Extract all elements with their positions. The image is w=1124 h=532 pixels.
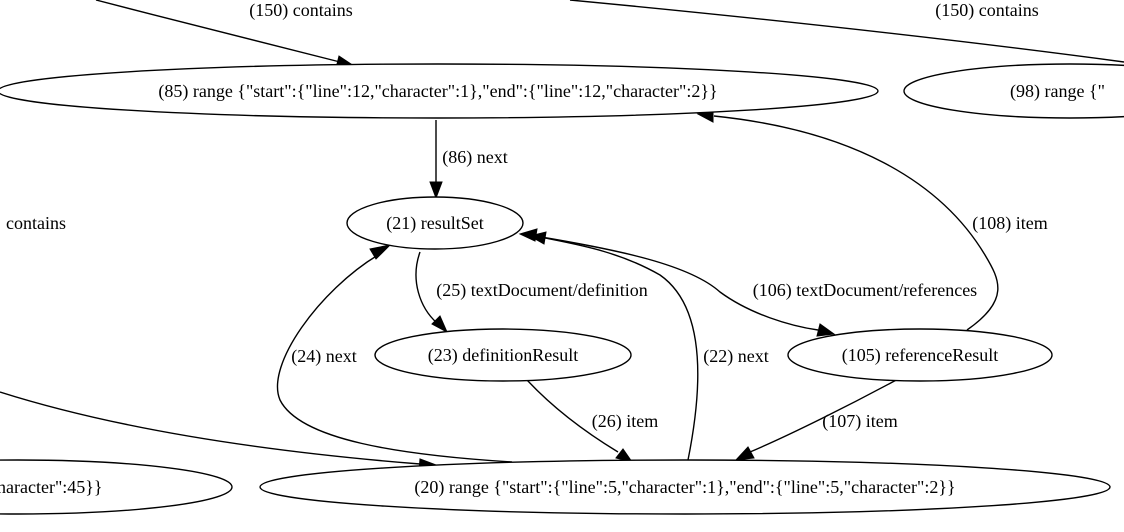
edge-next-86 bbox=[429, 120, 443, 200]
edge-label-item-108: (108) item bbox=[972, 213, 1047, 234]
edge-item-107 bbox=[734, 377, 901, 461]
node-range-98-label: (98) range {" bbox=[1010, 81, 1105, 102]
edge-label-item-107: (107) item bbox=[822, 411, 897, 432]
node-range-left-fragment[interactable]: haracter":45}} bbox=[0, 459, 233, 515]
node-range-85[interactable]: (85) range {"start":{"line":12,"characte… bbox=[0, 63, 879, 119]
edge-label-contains-150-a: (150) contains bbox=[249, 0, 352, 21]
edge-contains-left-to-range-20 bbox=[0, 391, 438, 472]
node-definition-result[interactable]: (23) definitionResult bbox=[374, 328, 632, 382]
node-range-left-fragment-label: haracter":45}} bbox=[0, 477, 103, 497]
edge-label-next-22: (22) next bbox=[703, 346, 768, 367]
edge-contains-150-to-range-98 bbox=[569, 0, 1124, 63]
edge-next-24 bbox=[276, 244, 513, 463]
node-range-85-label: (85) range {"start":{"line":12,"characte… bbox=[158, 81, 717, 102]
edge-text-document-definition-25 bbox=[415, 251, 449, 334]
edge-label-next-24: (24) next bbox=[291, 346, 356, 367]
edge-label-contains-left: contains bbox=[6, 213, 66, 233]
node-result-set-label: (21) resultSet bbox=[386, 213, 483, 234]
node-range-20[interactable]: (20) range {"start":{"line":5,"character… bbox=[259, 459, 1111, 515]
node-reference-result-label: (105) referenceResult bbox=[842, 345, 998, 366]
edge-label-contains-150-b: (150) contains bbox=[935, 0, 1038, 21]
edge-label-next-86: (86) next bbox=[442, 147, 507, 168]
node-range-20-label: (20) range {"start":{"line":5,"character… bbox=[414, 477, 955, 498]
edge-label-text-document-references-106: (106) textDocument/references bbox=[753, 280, 977, 301]
node-range-98[interactable]: (98) range {" bbox=[903, 63, 1124, 119]
node-reference-result[interactable]: (105) referenceResult bbox=[787, 328, 1053, 382]
node-definition-result-label: (23) definitionResult bbox=[428, 345, 578, 366]
edge-text-document-references-106 bbox=[518, 228, 836, 337]
node-result-set[interactable]: (21) resultSet bbox=[346, 196, 524, 250]
edge-label-item-26: (26) item bbox=[592, 411, 658, 432]
edge-label-text-document-definition-25: (25) textDocument/definition bbox=[436, 280, 647, 301]
edge-next-22 bbox=[528, 231, 699, 461]
